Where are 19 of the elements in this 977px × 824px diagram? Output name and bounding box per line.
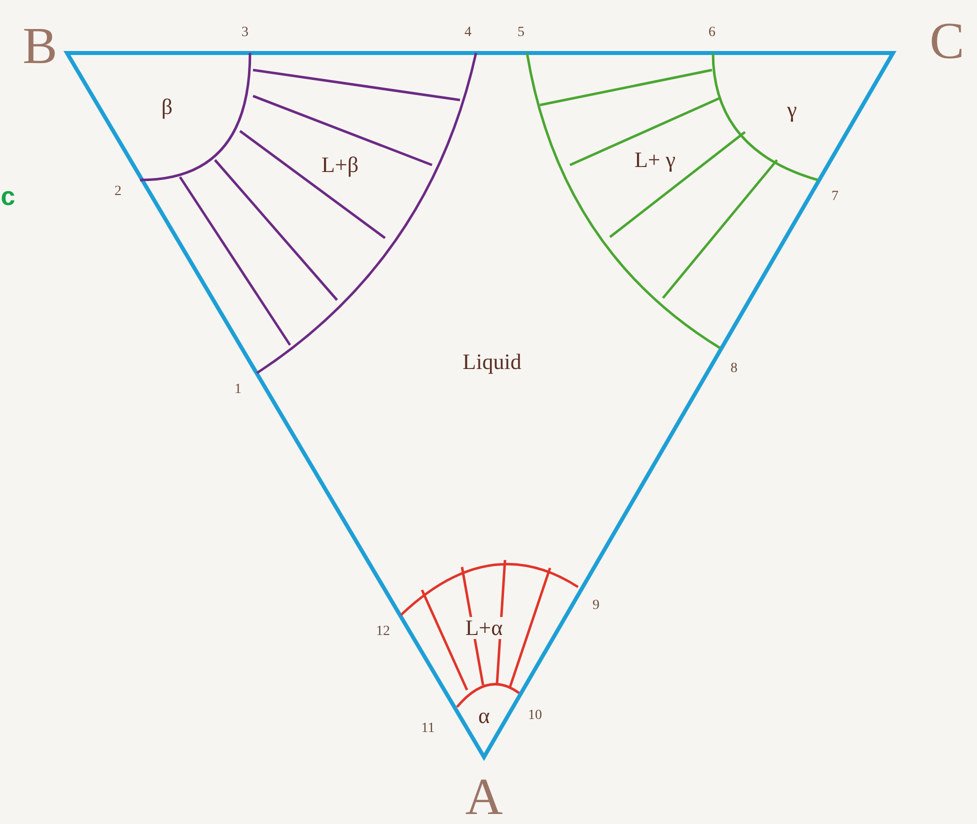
phase-region-label: L+α [463, 617, 505, 639]
vertex-label: C [930, 16, 964, 68]
annotation-letter: c [0, 183, 16, 209]
point-number: 6 [708, 26, 716, 40]
point-number: 12 [376, 625, 390, 639]
point-number: 10 [528, 709, 542, 723]
point-number: 9 [592, 599, 600, 613]
point-number: 8 [730, 362, 738, 376]
point-number: 11 [421, 722, 435, 736]
point-number: 3 [242, 26, 248, 40]
point-number: 4 [464, 26, 472, 40]
point-number: 1 [234, 383, 242, 397]
phase-region-label: L+β [319, 154, 361, 176]
phase-region-label: Liquid [460, 351, 524, 373]
point-number: 7 [832, 190, 838, 204]
point-number: 2 [114, 185, 122, 199]
vertex-label: B [22, 21, 58, 73]
point-number: 5 [518, 26, 524, 40]
vertex-label: A [465, 772, 503, 824]
